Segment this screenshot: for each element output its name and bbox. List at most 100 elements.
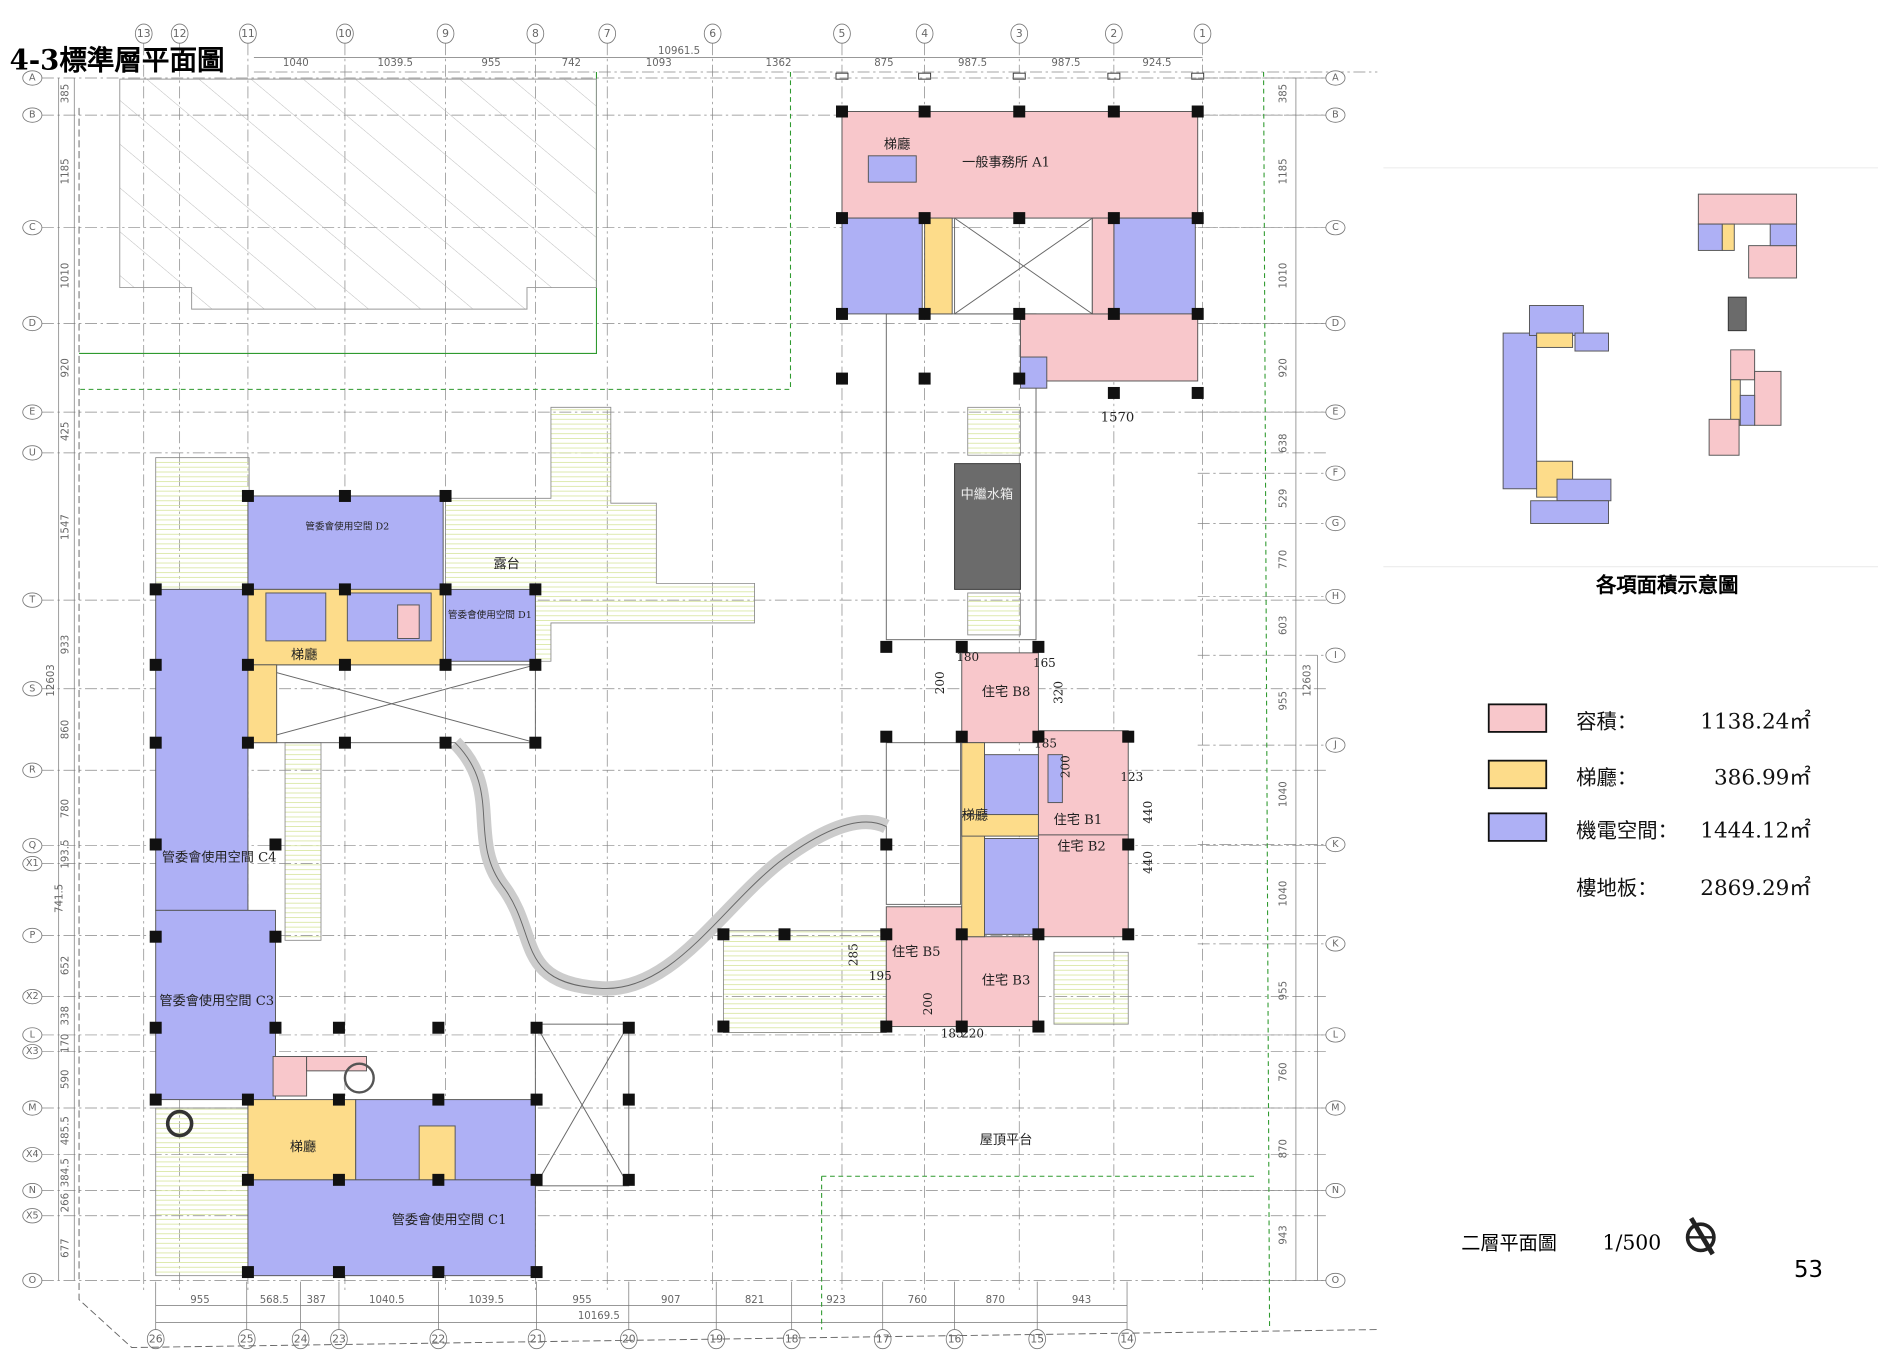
- column: [338, 736, 351, 749]
- axis-label-top: 3: [1016, 27, 1023, 40]
- column-footing: [1191, 72, 1205, 80]
- axis-bubble: [22, 107, 43, 123]
- axis-label-left: X2: [26, 991, 39, 1002]
- courtyard: [247, 313, 1037, 1187]
- axis-label-bottom: 17: [876, 1333, 890, 1346]
- column: [432, 1093, 445, 1106]
- dim-left: 170: [60, 1034, 71, 1053]
- column: [149, 1093, 162, 1106]
- legend-swatch: [1487, 703, 1548, 733]
- axis-bubble: [1325, 588, 1346, 605]
- dim-annotation: 200: [921, 992, 935, 1015]
- dim-annotation: 195: [869, 969, 892, 983]
- column: [241, 1266, 254, 1279]
- column: [835, 212, 848, 225]
- axis-bubble: [1325, 465, 1346, 481]
- dim-annotation: 440: [1141, 801, 1155, 824]
- block-b: 住宅 B8 住宅 B1 住宅 B2 住宅 B5 住宅 B3 梯廳 屋頂平台 20…: [847, 650, 1156, 1148]
- column: [530, 1266, 543, 1279]
- dim-right: 603: [1278, 616, 1289, 635]
- dim-right: 770: [1278, 550, 1289, 569]
- room-label-lobby-b: 梯廳: [962, 806, 988, 823]
- dim-right: 1185: [1278, 158, 1289, 184]
- dim-right: 1040: [1278, 881, 1289, 907]
- column: [1107, 307, 1120, 320]
- column: [918, 307, 931, 320]
- column: [880, 640, 893, 653]
- dim-right: 1010: [1278, 263, 1289, 289]
- axis-bubble: [1325, 404, 1346, 420]
- axis-label-right: B: [1332, 110, 1339, 121]
- axis-bubble: [22, 70, 43, 86]
- column: [149, 658, 162, 671]
- axis-bubble: [22, 1208, 43, 1224]
- column: [439, 658, 452, 671]
- column: [149, 930, 162, 943]
- column: [1107, 105, 1120, 118]
- dim-top-total: 10961.5: [658, 46, 700, 57]
- axis-label-left: R: [29, 765, 36, 776]
- site-boundary: [78, 71, 1378, 1349]
- axis-bubble: [291, 1329, 310, 1350]
- dim-top: 875: [874, 58, 893, 69]
- column: [530, 1093, 543, 1106]
- column: [332, 1173, 345, 1186]
- dim-top: 1362: [766, 58, 792, 69]
- dim-top: 1093: [646, 58, 672, 69]
- dim-right: 955: [1278, 691, 1289, 710]
- column: [439, 736, 452, 749]
- dim-bottom: 955: [572, 1295, 591, 1306]
- column: [1191, 307, 1204, 320]
- room-label-lobby-d: 梯廳: [291, 646, 317, 663]
- legend-item-1: 梯廳：386.99㎡: [1487, 759, 1811, 791]
- axis-bubble: [22, 762, 43, 778]
- compass-north-arrow-icon: [1685, 1216, 1716, 1256]
- page-title: 4-3標準層平面圖: [10, 45, 225, 77]
- column: [332, 1021, 345, 1034]
- axis-bubble: [833, 23, 851, 44]
- column: [1191, 105, 1204, 118]
- axis-label-right: M: [1331, 1102, 1339, 1113]
- axis-bubble: [429, 1329, 448, 1350]
- axis-label-left: O: [29, 1275, 37, 1286]
- axis-label-left: E: [29, 407, 35, 418]
- axis-bubble: [22, 681, 43, 697]
- caption-name: 二層平面圖: [1461, 1231, 1557, 1254]
- axis-label-bottom: 24: [294, 1333, 308, 1346]
- dim-right: 760: [1278, 1062, 1289, 1081]
- column: [717, 928, 730, 941]
- column: [338, 658, 351, 671]
- dim-left: 425: [60, 422, 71, 441]
- axis-label-bottom: 23: [332, 1333, 346, 1346]
- column: [439, 583, 452, 596]
- room-label-c4: 管委會使用空間 C4: [162, 848, 277, 865]
- dim-top: 987.5: [1051, 58, 1080, 69]
- column: [241, 1093, 254, 1106]
- room-label-d1: 管委會使用空間 D1: [448, 609, 532, 621]
- axis-bubble: [526, 23, 545, 44]
- axis-bubble: [945, 1329, 964, 1350]
- axis-label-bottom: 25: [240, 1333, 254, 1346]
- axis-label-top: 12: [173, 27, 187, 40]
- axis-bubble: [436, 23, 455, 44]
- axis-label-left: L: [30, 1029, 36, 1040]
- column: [1032, 1020, 1045, 1033]
- axis-bubble: [1325, 1027, 1346, 1043]
- legend-item-2: 機電空間：1444.12㎡: [1487, 812, 1811, 843]
- axis-bubble: [170, 23, 189, 44]
- dim-right: 943: [1278, 1225, 1289, 1244]
- column: [918, 372, 931, 385]
- column: [918, 212, 931, 225]
- axis-label-left: X4: [26, 1149, 39, 1160]
- column: [241, 583, 254, 596]
- dim-bottom: 923: [826, 1295, 845, 1306]
- column: [1032, 928, 1045, 941]
- room-label-d2: 管委會使用空間 D2: [305, 520, 389, 532]
- column: [1013, 307, 1026, 320]
- column: [530, 1021, 543, 1034]
- column: [149, 736, 162, 749]
- axis-bubble: [336, 23, 354, 44]
- dim-left: 1185: [60, 158, 71, 184]
- axis-label-left: X3: [26, 1046, 39, 1057]
- axis-bubble: [619, 1329, 638, 1350]
